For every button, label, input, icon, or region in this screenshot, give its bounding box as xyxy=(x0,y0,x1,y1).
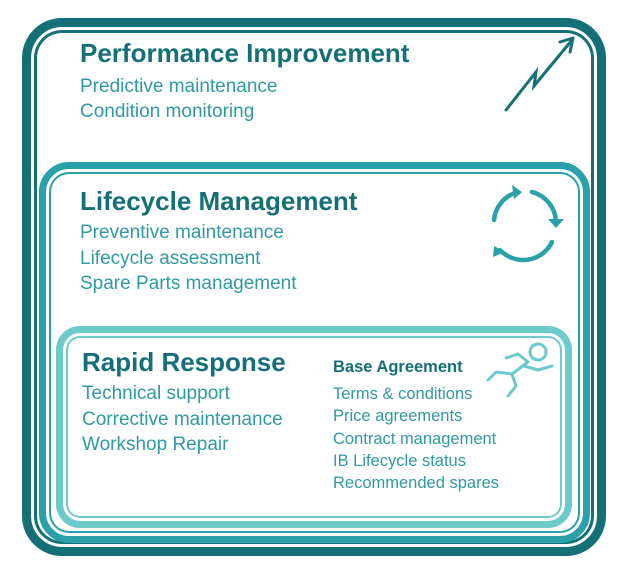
cycle-arrows-icon xyxy=(491,185,564,263)
list-item: Technical support xyxy=(82,383,230,404)
list-item: Predictive maintenance xyxy=(80,76,278,97)
list-item: Recommended spares xyxy=(333,474,499,493)
performance-improvement-list: Predictive maintenance Condition monitor… xyxy=(80,74,278,124)
list-item: Contract management xyxy=(333,429,497,448)
performance-improvement-title: Performance Improvement xyxy=(80,38,410,68)
list-item: Lifecycle assessment xyxy=(80,247,261,269)
lifecycle-management-title: Lifecycle Management xyxy=(80,186,358,216)
list-item: Preventive maintenance xyxy=(80,222,284,243)
list-item: Price agreements xyxy=(333,407,463,426)
list-item: Workshop Repair xyxy=(82,434,229,455)
list-item: Condition monitoring xyxy=(80,101,255,122)
rapid-response-list: Technical support Corrective maintenance… xyxy=(82,381,283,458)
base-agreement-title: Base Agreement xyxy=(333,358,463,376)
zigzag-arrow-icon xyxy=(504,36,575,112)
base-agreement-list: Terms & conditions Price agreements Cont… xyxy=(333,383,499,494)
rapid-response-title: Rapid Response xyxy=(82,347,286,377)
list-item: Spare Parts management xyxy=(80,273,297,294)
rapid-response-frame xyxy=(56,326,572,528)
list-item: IB Lifecycle status xyxy=(333,451,466,470)
running-person-icon xyxy=(486,342,554,398)
lifecycle-management-list: Preventive maintenance Lifecycle assessm… xyxy=(80,220,297,297)
list-item: Terms & conditions xyxy=(333,385,473,403)
list-item: Corrective maintenance xyxy=(82,408,283,430)
